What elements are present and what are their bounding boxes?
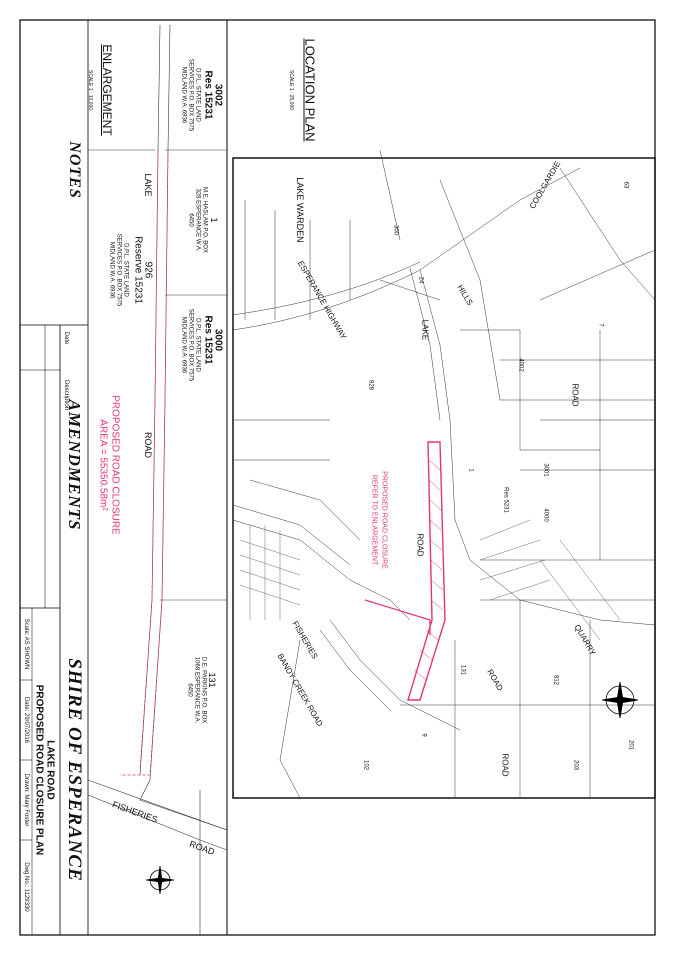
enl-area: AREA = 55350.58m² (97, 419, 109, 511)
scale-value: AS SHOWN (23, 636, 29, 670)
date-label: Date: (23, 696, 29, 712)
enl-proposed-closure: PROPOSED ROAD CLOSURE (109, 395, 121, 535)
enl-res-3000: Res 15231 (202, 315, 214, 365)
lot-102: 102 (362, 759, 369, 771)
enl-res-926: Reserve 15231 (132, 236, 144, 304)
plan-title-1: LAKE ROAD (44, 740, 56, 800)
enl-owner-926: D.P.L. STATE LAND SERVICES P.O. BOX 7575… (108, 233, 129, 307)
enlargement-scale: SCALE 1 : 10,000 (87, 69, 93, 111)
lot-201: 201 (627, 739, 634, 751)
label-road-2: ROAD (415, 533, 425, 557)
label-road-1: ROAD (570, 383, 580, 407)
enl-label-lake: LAKE (143, 173, 153, 197)
enl-owner-1: M.E. HASLAM P.O. BOX 328 ESPERANCE W.A. … (187, 187, 208, 253)
lot-812: 812 (552, 674, 559, 686)
drawn-label: Drawn: (23, 773, 29, 793)
enl-lot-3002: 3002 (212, 83, 224, 107)
lot-res-5231: Res 5231 (502, 487, 509, 513)
amendments-desc-col: Description (63, 379, 69, 411)
lot-3001: 3001 (542, 463, 549, 477)
enl-lot-926: 926 (142, 261, 154, 279)
enl-owner-131: D.E. PARKINS P.O. BOX 1068 ESPERANCE W.A… (186, 656, 207, 724)
location-plan-scale: SCALE 1 : 25,000 (288, 69, 294, 111)
lot-63: 63 (622, 181, 629, 189)
drawn-value: Mary Foster (23, 794, 29, 827)
enl-owner-3002: D.P.L. STATE LAND SERVICES P.O. BOX 7575… (180, 58, 201, 132)
dwg-cell: Dwg No.: 1129330 (23, 862, 29, 911)
label-proposed-closure: PROPOSED ROAD CLOSURE (380, 471, 388, 569)
label-lake: LAKE (420, 319, 430, 341)
enl-owner-3000: D.P.L. STATE LAND SERVICES P.O. BOX 7575… (180, 308, 201, 382)
dwg-label: Dwg No.: (23, 862, 29, 888)
label-lake-warden: LAKE WARDEN (295, 177, 305, 243)
scale-cell: Scale: AS SHOWN (23, 619, 29, 670)
amendments-date-col: Date (63, 331, 69, 345)
dwg-value: 1129330 (23, 888, 29, 912)
lot-24: 24 (417, 276, 424, 284)
drawn-cell: Drawn: Mary Foster (23, 774, 29, 827)
enl-res-3002: Res 15231 (202, 70, 214, 120)
lot-300: 300 (392, 224, 399, 236)
location-plan-heading: LOCATION PLAN (302, 38, 318, 142)
lot-7: 7 (597, 323, 604, 327)
lot-4000: 4000 (542, 508, 549, 522)
scale-label: Scale: (23, 618, 29, 636)
label-road-4: ROAD (500, 753, 510, 777)
lot-928: 928 (367, 379, 374, 391)
enl-lot-131: 131 (207, 672, 217, 688)
shire-title: SHIRE OF ESPERANCE (64, 658, 85, 882)
enl-label-road: ROAD (143, 431, 153, 459)
plan-title-2: PROPOSED ROAD CLOSURE PLAN (33, 684, 45, 856)
lot-203: 203 (572, 759, 579, 771)
amendments-heading: AMENDMENTS (65, 399, 84, 531)
enl-lot-1: 1 (209, 217, 219, 223)
lot-131: 131 (459, 664, 466, 676)
label-refer-enlargement: REFER TO ENLARGEMENT (370, 474, 378, 566)
lot-9: 9 (420, 733, 427, 737)
date-cell: Date: 29/07/2016 (23, 697, 29, 743)
enl-lot-3000: 3000 (212, 328, 224, 352)
date-value: 29/07/2016 (23, 712, 29, 744)
enlargement-heading: ENLARGEMENT (100, 44, 114, 136)
notes-heading: NOTES (66, 141, 83, 199)
lot-1: 1 (467, 468, 474, 472)
lot-4002: 4002 (517, 358, 524, 372)
